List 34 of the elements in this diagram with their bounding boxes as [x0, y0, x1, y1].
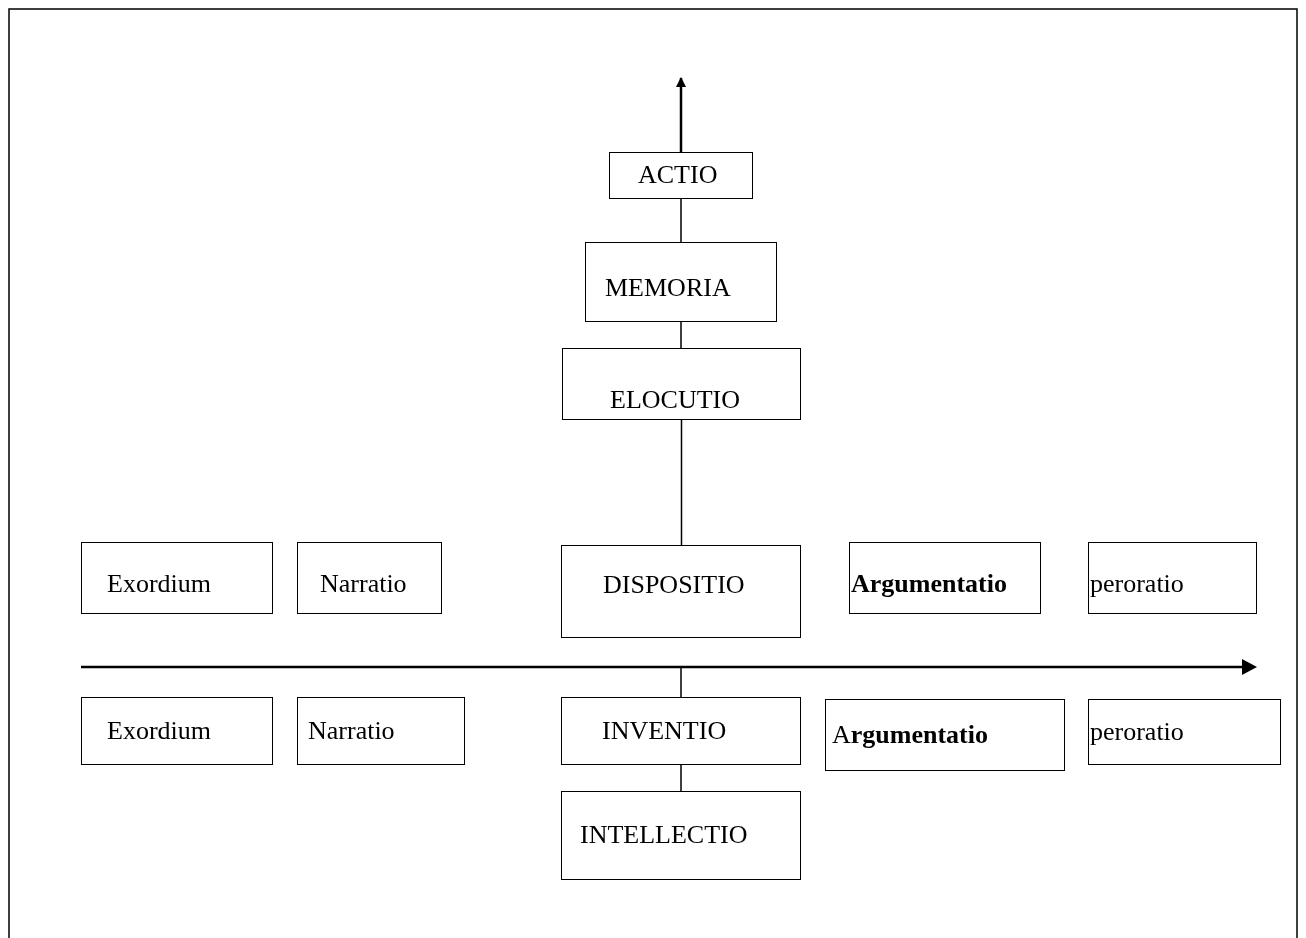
- connector-line: [680, 764, 682, 792]
- connector-line: [680, 198, 682, 243]
- box-label: ELOCUTIO: [610, 385, 740, 415]
- box-label: Argumentatio: [851, 569, 1007, 599]
- process-box: [609, 152, 753, 199]
- box-label: peroratio: [1090, 717, 1184, 747]
- process-box: [562, 348, 801, 420]
- box-label: Narratio: [308, 716, 395, 746]
- process-box: [585, 242, 777, 322]
- process-box: [825, 699, 1065, 771]
- connector-line: [680, 321, 682, 349]
- box-label: MEMORIA: [605, 273, 731, 303]
- process-box: [561, 791, 801, 880]
- process-box: [561, 545, 801, 638]
- connector-line: [680, 666, 682, 698]
- box-label: Exordium: [107, 569, 211, 599]
- box-label: ACTIO: [638, 161, 718, 190]
- process-box: [81, 542, 273, 614]
- process-box: [81, 697, 273, 765]
- box-label: Narratio: [320, 569, 407, 599]
- process-box: [561, 697, 801, 765]
- box-label: INVENTIO: [602, 716, 727, 746]
- arrow: [676, 77, 686, 152]
- box-label: peroratio: [1090, 569, 1184, 599]
- process-box: [1088, 542, 1257, 614]
- box-label: Argumentatio: [832, 720, 988, 750]
- box-label: Exordium: [107, 716, 211, 746]
- process-box: [297, 697, 465, 765]
- box-label: INTELLECTIO: [580, 821, 748, 850]
- box-label: DISPOSITIO: [603, 571, 745, 600]
- process-box: [297, 542, 442, 614]
- connector-line: [680, 419, 683, 546]
- process-box: [849, 542, 1041, 614]
- process-box: [1088, 699, 1281, 765]
